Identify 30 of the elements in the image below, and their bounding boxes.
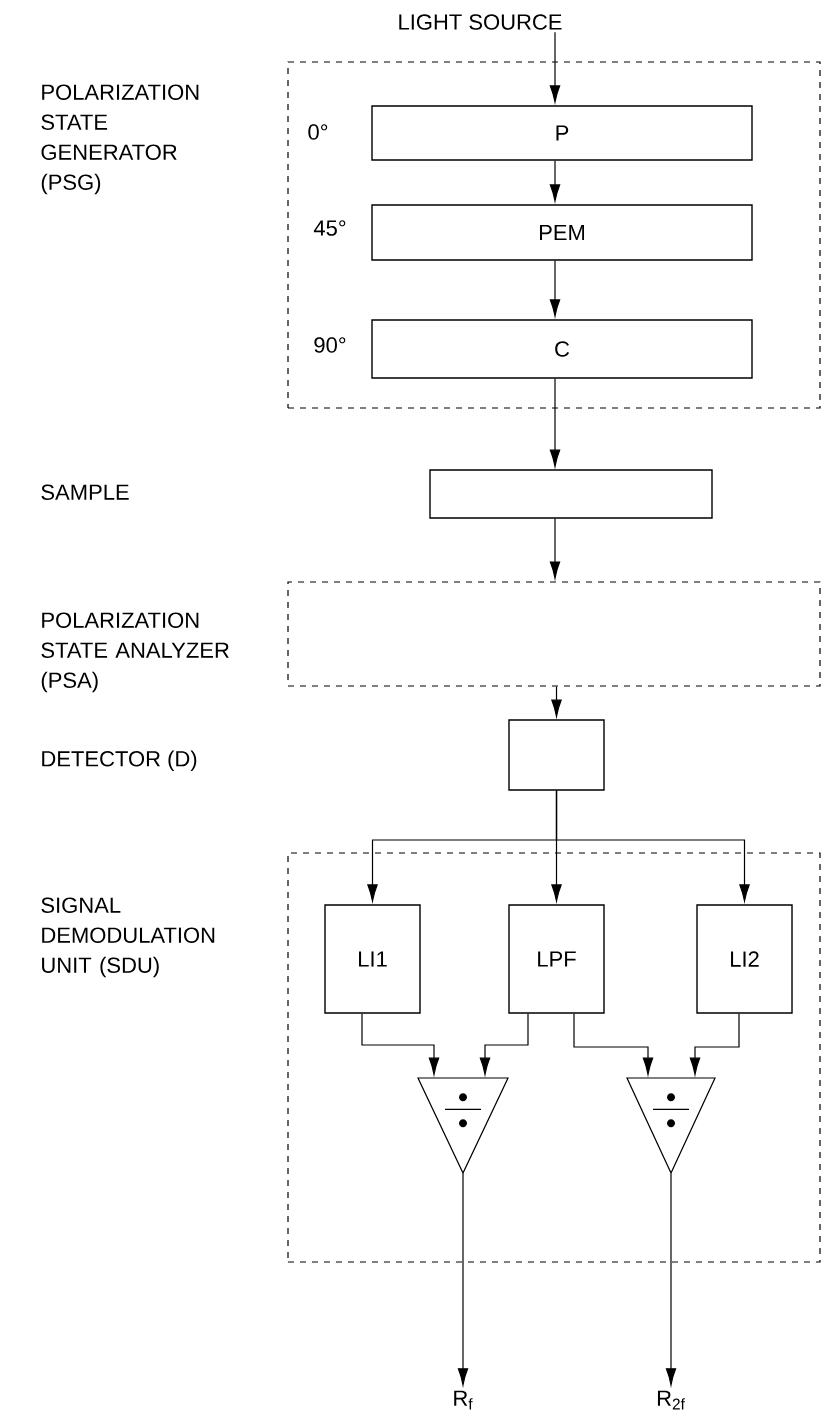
arrow [549, 260, 561, 317]
arrow [549, 378, 561, 467]
output-label: R$_{f}$ [454, 1390, 473, 1410]
process-box: C [371, 319, 753, 379]
arrow [573, 1013, 654, 1075]
arrow [361, 1013, 440, 1075]
process-box: PEM [371, 204, 753, 261]
block-label: POLARIZATION STATE GENERATOR (PSG) [41, 84, 199, 195]
process-box: LPF [508, 904, 605, 1014]
arrow [457, 1172, 469, 1386]
angle-label: 0° [308, 124, 328, 140]
arrow [665, 1172, 677, 1386]
process-box: LI2 [696, 904, 793, 1014]
output-label: R$_{2f}$ [657, 1390, 685, 1410]
block-label: DETECTOR (D) [42, 750, 197, 771]
arrow [549, 517, 561, 579]
block-label: SAMPLE [41, 484, 129, 500]
source-label: LIGHT SOURCE [399, 14, 562, 30]
arrow [689, 1013, 740, 1075]
arrow [479, 1013, 529, 1075]
block-label: SIGNAL DEMODULATION UNIT (SDU) [41, 897, 215, 978]
sample-box [429, 469, 713, 519]
arrow [549, 160, 561, 202]
process-box: P [371, 105, 753, 161]
process-box: LI1 [324, 904, 421, 1014]
arrow [549, 31, 561, 103]
angle-label: 45° [313, 220, 346, 236]
detector-box [508, 719, 605, 791]
block-label: POLARIZATION STATE ANALYZER (PSA) [41, 612, 229, 693]
angle-label: 90° [314, 337, 346, 353]
